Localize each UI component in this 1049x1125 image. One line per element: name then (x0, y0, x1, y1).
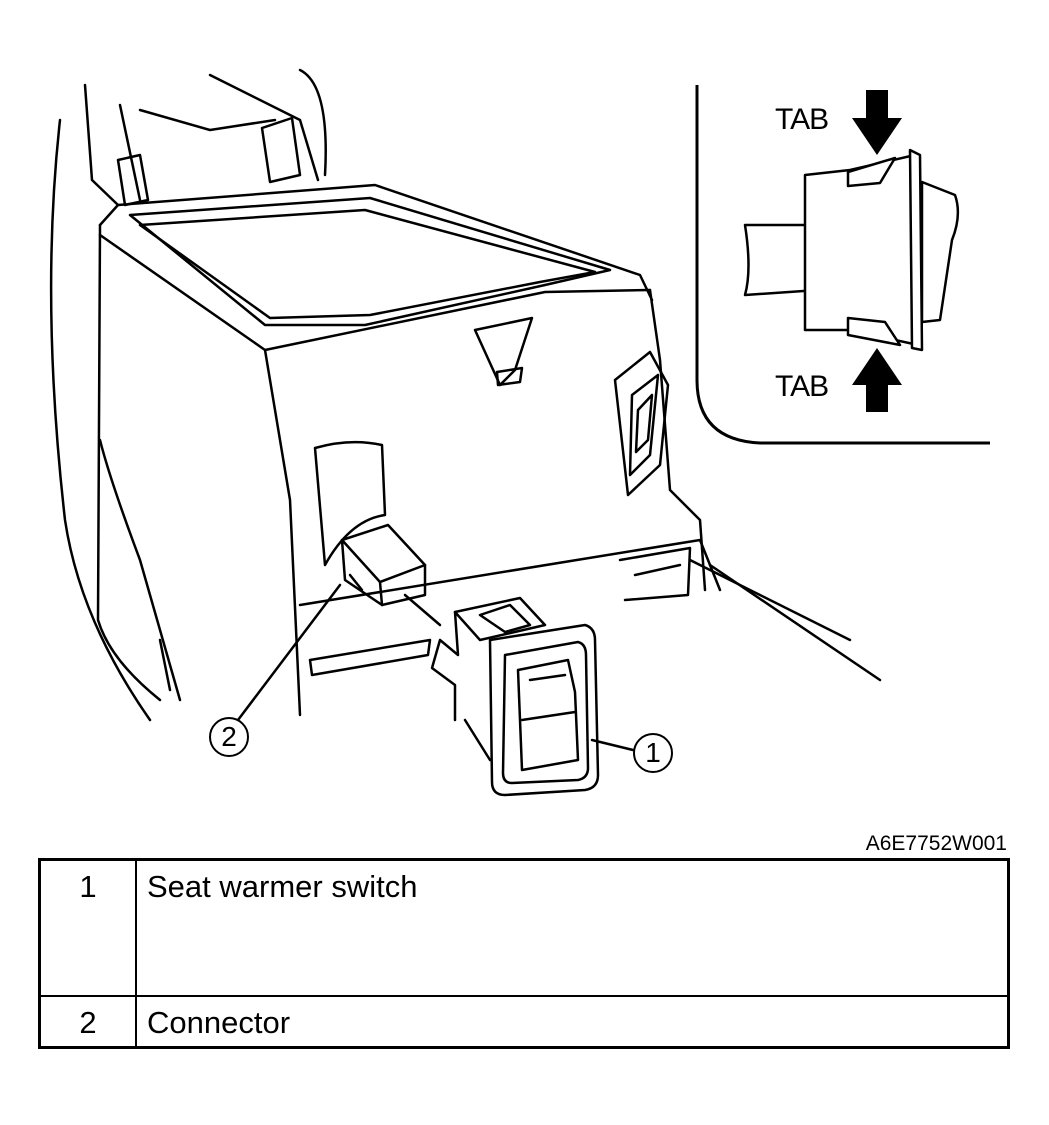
legend-number: 1 (38, 858, 137, 997)
table-row: 1 Seat warmer switch (38, 858, 1010, 997)
tab-arrow-down-icon (852, 90, 902, 155)
leader-line-1 (590, 738, 635, 752)
connector-shape (340, 523, 442, 627)
seat-warmer-switch-shape (430, 596, 600, 797)
legend-number: 2 (38, 995, 137, 1049)
tab-arrow-up-icon (852, 348, 902, 412)
legend-description: Seat warmer switch (135, 858, 1010, 997)
leader-line-2 (236, 583, 342, 722)
tab-label-bottom: TAB (775, 370, 829, 403)
tab-detail-inset (695, 85, 990, 445)
seat-warmer-illustration (49, 68, 990, 797)
table-row: 2 Connector (38, 995, 1010, 1049)
legend-description: Connector (135, 995, 1010, 1049)
figure-id: A6E7752W001 (865, 832, 1007, 855)
legend-table: 1 Seat warmer switch 2 Connector (38, 858, 1010, 1049)
callout-1: 1 (633, 733, 673, 773)
tab-label-top: TAB (775, 103, 829, 136)
callout-2: 2 (209, 717, 249, 757)
center-console (49, 68, 882, 722)
